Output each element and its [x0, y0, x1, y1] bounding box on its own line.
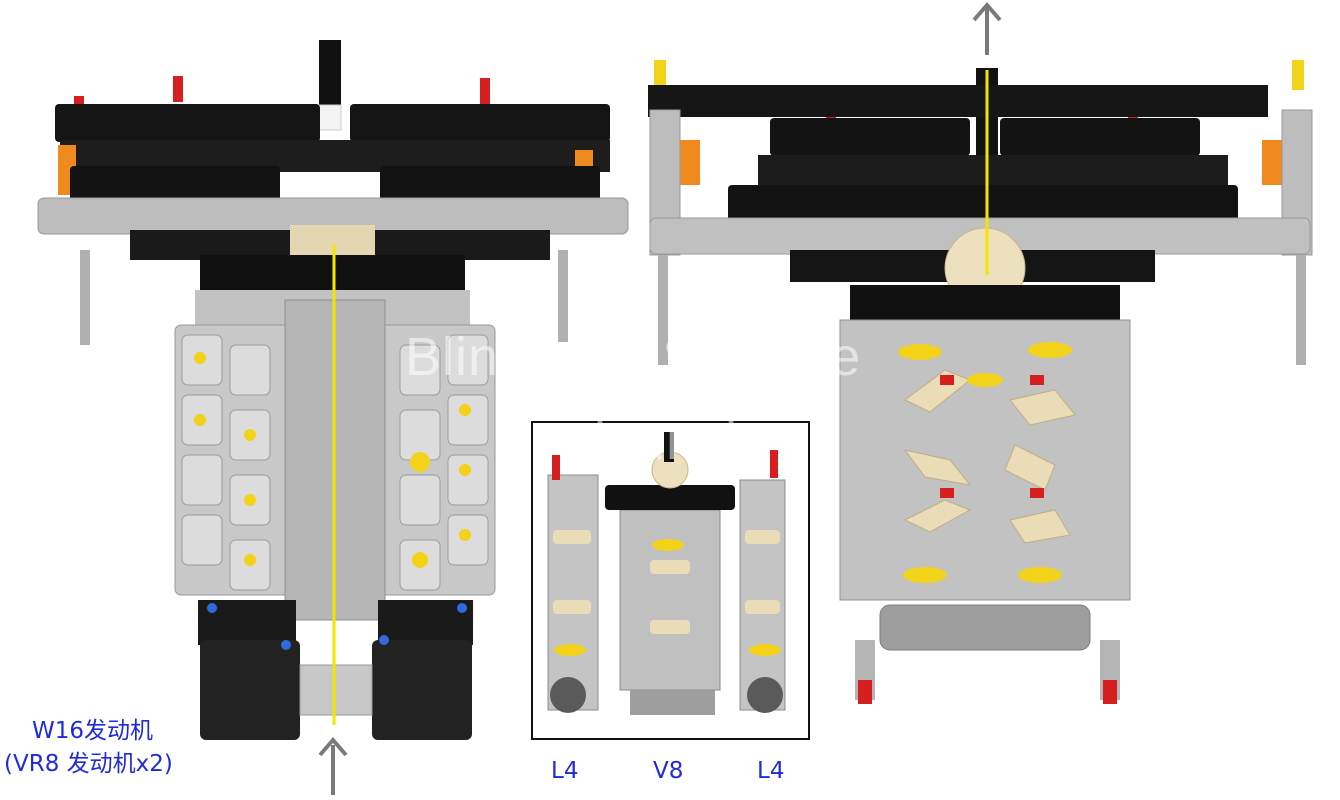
inset-label-right-l4: L4: [757, 758, 785, 784]
inset-exploded-view: [531, 421, 810, 740]
inset-label-left-l4: L4: [551, 758, 579, 784]
w16-engine-model: [37, 40, 629, 795]
watermark-line2: ziyunch: [566, 411, 757, 471]
inset-label-center-v8: V8: [653, 758, 684, 784]
caption-line1: W16发动机: [32, 718, 154, 744]
vr8-engine-front-view: [648, 1, 1313, 704]
caption-line2: (VR8 发动机x2): [4, 751, 173, 777]
watermark-line1: Blind with Science: [405, 327, 862, 387]
